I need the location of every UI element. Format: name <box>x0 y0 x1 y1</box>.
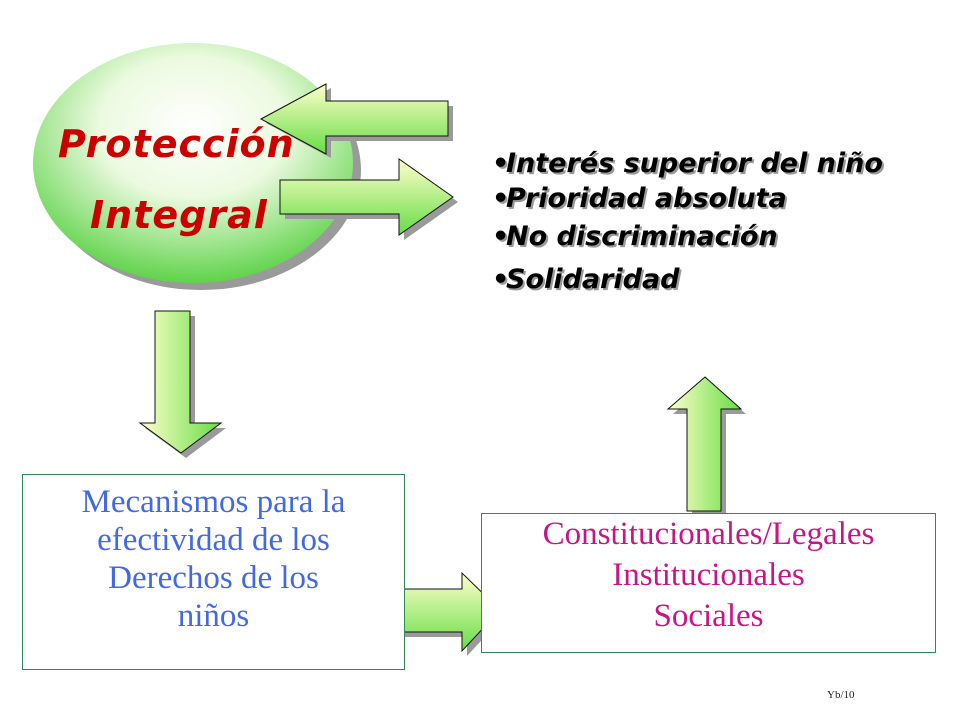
mechanisms-line: Derechos de los <box>108 560 319 596</box>
bullet-icon: • <box>492 183 510 214</box>
bullet-icon: • <box>492 148 510 179</box>
bullet-icon: • <box>492 264 510 295</box>
slide-footer: Yb/10 <box>827 689 855 701</box>
principle-item: •No discriminación <box>492 221 778 252</box>
principles-list: •Interés superior del niño •Prioridad ab… <box>492 147 942 296</box>
circle-title-line2: Integral <box>90 193 268 237</box>
mechanisms-line: Mecanismos para la <box>81 484 346 520</box>
mechanism-type-line: Constitucionales/Legales <box>542 516 875 552</box>
circle-title-line1: Protección <box>58 122 295 166</box>
mechanism-type-line: Sociales <box>653 598 764 634</box>
mechanism-type-line: Institucionales <box>612 557 805 593</box>
principle-item: •Prioridad absoluta <box>492 183 787 214</box>
mechanisms-line: niños <box>177 598 250 634</box>
mechanism-types-box: Constitucionales/Legales Institucionales… <box>481 513 936 653</box>
principle-item: •Interés superior del niño <box>492 148 883 179</box>
mechanisms-box: Mecanismos para la efectividad de los De… <box>22 474 405 670</box>
bullet-icon: • <box>492 221 510 252</box>
principle-item: •Solidaridad <box>492 264 680 295</box>
arrow-down-to-mechanisms <box>138 310 226 458</box>
arrow-left-to-circle <box>259 83 453 158</box>
arrow-up-to-principles <box>666 376 746 516</box>
mechanisms-line: efectividad de los <box>97 522 330 558</box>
protection-circle <box>33 43 361 290</box>
arrow-right-to-principles <box>279 158 458 240</box>
arrow-right-to-types <box>379 571 505 656</box>
